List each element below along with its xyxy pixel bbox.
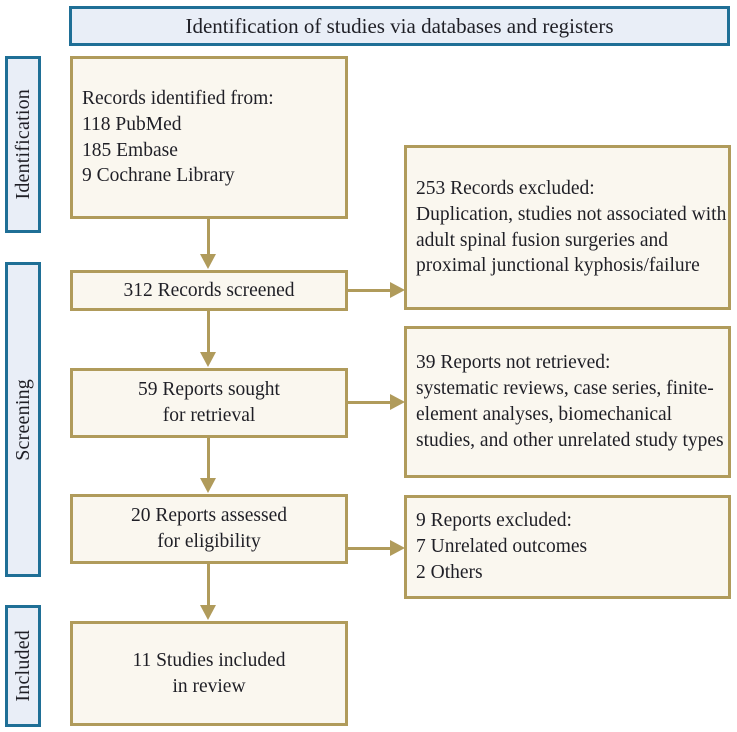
node-studies-included: 11 Studies included in review <box>70 621 348 726</box>
node-line: systematic reviews, case series, finite-… <box>416 378 724 451</box>
arrow-assessed-to-included-head <box>200 605 216 620</box>
node-line: 39 Reports not retrieved: <box>416 352 611 374</box>
node-line: Records identified from: <box>82 87 274 109</box>
phase-label-identification: Identification <box>11 89 34 200</box>
node-line: 312 Records screened <box>123 279 295 301</box>
arrow-screened-to-excluded-head <box>390 282 405 298</box>
node-line: 253 Records excluded: <box>416 177 595 199</box>
arrow-screened-to-sought-head <box>200 352 216 367</box>
node-line: 2 Others <box>416 561 483 583</box>
node-reports-excluded: 9 Reports excluded: 7 Unrelated outcomes… <box>404 495 731 599</box>
node-line: 59 Reports sought <box>138 379 280 401</box>
node-reports-assessed: 20 Reports assessed for eligibility <box>70 494 348 564</box>
arrow-sought-to-not-retrieved-shaft <box>348 401 392 404</box>
node-line: for eligibility <box>157 531 261 552</box>
node-line: 7 Unrelated outcomes <box>416 536 588 558</box>
arrow-assessed-to-excluded-shaft <box>348 547 392 550</box>
node-records-screened: 312 Records screened <box>70 270 348 311</box>
node-line: 118 PubMed <box>82 113 182 135</box>
arrow-sought-to-assessed-head <box>200 478 216 493</box>
node-line: in review <box>172 675 246 697</box>
node-line: 185 Embase <box>82 139 178 161</box>
arrow-identified-to-screened-head <box>200 254 216 269</box>
node-line: 9 Cochrane Library <box>82 165 235 187</box>
arrow-assessed-to-included-shaft <box>207 564 210 607</box>
phase-label-screening: Screening <box>11 378 34 461</box>
arrow-screened-to-sought-shaft <box>207 311 210 354</box>
node-line: 11 Studies included <box>132 649 286 671</box>
arrow-identified-to-screened-shaft <box>207 219 210 256</box>
arrow-assessed-to-excluded-head <box>390 540 405 556</box>
node-line: for retrieval <box>162 405 256 426</box>
arrow-sought-to-assessed-shaft <box>207 438 210 480</box>
header-banner: Identification of studies via databases … <box>69 6 730 46</box>
node-line: 20 Reports assessed <box>131 505 287 527</box>
header-title: Identification of studies via databases … <box>185 13 614 38</box>
arrow-sought-to-not-retrieved-head <box>390 394 405 410</box>
node-records-excluded: 253 Records excluded: Duplication, studi… <box>404 145 731 310</box>
phase-label-included: Included <box>11 630 34 702</box>
node-reports-not-retrieved: 39 Reports not retrieved: systematic rev… <box>404 326 731 478</box>
arrow-screened-to-excluded-shaft <box>348 289 392 292</box>
node-reports-sought: 59 Reports sought for retrieval <box>70 368 348 438</box>
phase-box-screening: Screening <box>5 262 41 577</box>
phase-box-identification: Identification <box>5 56 41 233</box>
node-line: 9 Reports excluded: <box>416 510 572 532</box>
node-line: Duplication, studies not associated with… <box>416 203 727 277</box>
node-records-identified: Records identified from: 118 PubMed 185 … <box>70 56 348 219</box>
phase-box-included: Included <box>5 605 41 727</box>
